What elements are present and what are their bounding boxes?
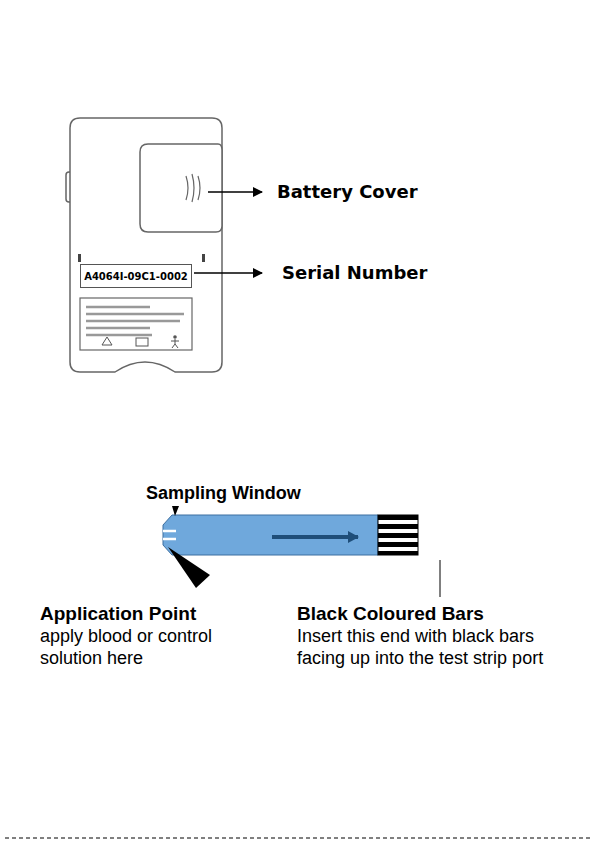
test-strip [163, 515, 418, 555]
part-name: Sampling Window [146, 483, 366, 505]
page-rule [5, 838, 592, 839]
serial-number: A4064I-09C1-0002 [84, 271, 188, 282]
note: Insert this end with black bars facing u… [297, 626, 569, 669]
leader-line [208, 191, 262, 193]
leader-line [440, 560, 441, 597]
pointer [172, 506, 179, 516]
part-name: Serial Number [282, 262, 482, 284]
pointer [168, 547, 210, 588]
part-name: Battery Cover [277, 181, 477, 203]
note: apply blood or control solution here [40, 626, 272, 669]
meter-back [66, 118, 222, 372]
part-name: Application Point [40, 603, 290, 626]
serial-label: A4064I-09C1-0002 [80, 264, 192, 288]
leader-line [194, 272, 262, 274]
part-name: Black Coloured Bars [297, 603, 567, 626]
